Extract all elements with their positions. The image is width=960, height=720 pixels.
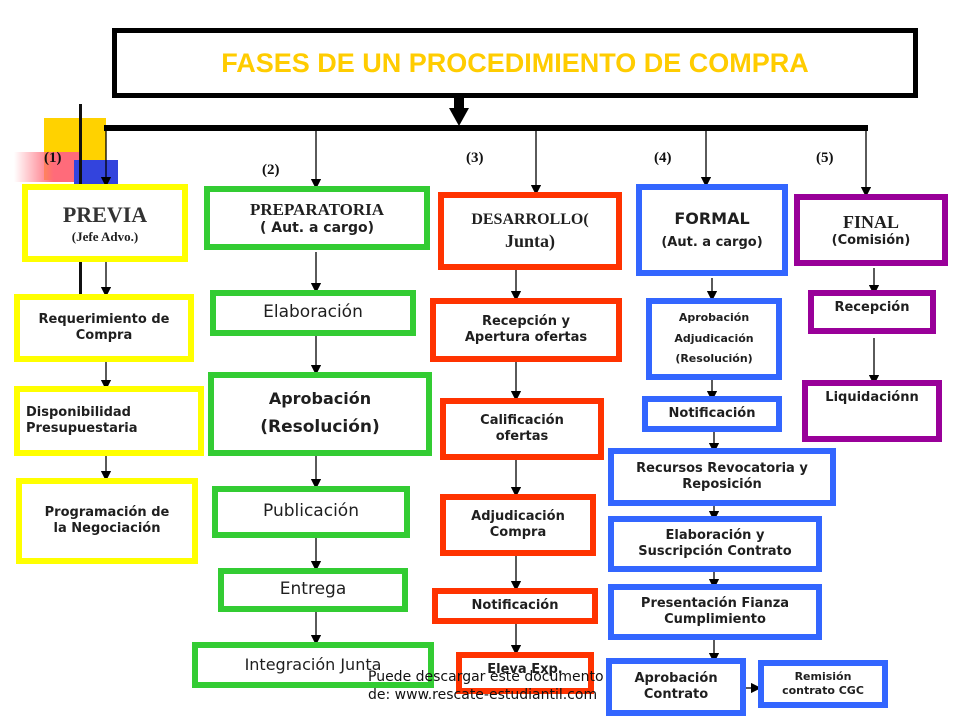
step-aprobacion-label: Aprobación	[268, 389, 372, 409]
deco-pink-square	[14, 152, 80, 182]
step-elaboracion: Elaboración	[210, 290, 416, 336]
step-requerimiento: Requerimiento de Compra	[14, 294, 194, 362]
phase-number-2: (2)	[262, 162, 280, 178]
step-elaboracion-label: Elaboración	[263, 302, 363, 323]
step-aprobacion-adjudicacion-l1: Aprobación	[678, 310, 750, 324]
step-aprobacion-adjudicacion: Aprobación Adjudicación (Resolución)	[646, 298, 782, 380]
step-eleva-exp: Eleva Exp.	[456, 652, 594, 694]
step-remision-contrato: Remisión contrato CGC	[758, 660, 888, 708]
step-eleva-exp-label: Eleva Exp.	[487, 662, 563, 677]
phase-desarrollo-name: DESARROLLO(	[471, 210, 589, 228]
download-note-line1: Puede descargar este documento	[368, 669, 604, 685]
step-presentacion-fianza: Presentación Fianza Cumplimiento	[608, 584, 822, 640]
step-aprobacion-adjudicacion-l2: Adjudicación	[674, 331, 754, 345]
phase-previa-name: PREVIA	[62, 202, 148, 228]
step-disponibilidad-label: Disponibilidad Presupuestaria	[26, 404, 138, 436]
step-liquidacion-label: Liquidaciónn	[825, 390, 919, 405]
step-disponibilidad: Disponibilidad Presupuestaria	[14, 386, 204, 456]
phase-number-5: (5)	[816, 150, 834, 166]
step-publicacion: Publicación	[212, 486, 410, 538]
step-aprobacion-contrato: Aprobación Contrato	[606, 658, 746, 716]
step-calificacion-label: Calificación ofertas	[480, 412, 564, 444]
phase-number-3: (3)	[466, 150, 484, 166]
step-adjudicacion: Adjudicación Compra	[440, 494, 596, 556]
step-notificacion-4-label: Notificación	[668, 405, 756, 421]
phase-desarrollo-sub: Junta)	[504, 230, 555, 251]
phase-preparatoria-sub: ( Aut. a cargo)	[260, 219, 374, 236]
phase-formal: FORMAL (Aut. a cargo)	[636, 184, 788, 276]
step-recepcion-apertura-label: Recepción y Apertura ofertas	[464, 313, 588, 345]
step-adjudicacion-label: Adjudicación Compra	[471, 508, 565, 540]
step-recepcion-final: Recepción	[808, 290, 936, 334]
phase-final-sub: (Comisión)	[831, 233, 911, 249]
step-recepcion-apertura: Recepción y Apertura ofertas	[430, 298, 622, 362]
step-recursos-label: Recursos Revocatoria y Reposición	[636, 460, 808, 492]
step-aprobacion-sub: (Resolución)	[260, 417, 380, 438]
phase-previa: PREVIA (Jefe Advo.)	[22, 184, 188, 262]
phase-final-name: FINAL	[842, 211, 899, 232]
phase-formal-sub: (Aut. a cargo)	[661, 234, 763, 250]
step-recursos: Recursos Revocatoria y Reposición	[608, 448, 836, 506]
step-elaboracion-contrato-label: Elaboración y Suscripción Contrato	[638, 527, 792, 559]
phase-number-1: (1)	[44, 150, 62, 166]
step-integracion-junta: Integración Junta	[192, 642, 434, 688]
phase-number-4: (4)	[654, 150, 672, 166]
step-elaboracion-contrato: Elaboración y Suscripción Contrato	[608, 516, 822, 572]
step-notificacion-3: Notificación	[432, 588, 598, 624]
phase-formal-name: FORMAL	[674, 208, 750, 228]
step-notificacion-4: Notificación	[642, 396, 782, 432]
step-publicacion-label: Publicación	[263, 501, 359, 522]
phase-preparatoria: PREPARATORIA ( Aut. a cargo)	[204, 186, 430, 250]
step-liquidacion: Liquidaciónn	[802, 380, 942, 442]
step-entrega: Entrega	[218, 568, 408, 612]
page-title: FASES DE UN PROCEDIMIENTO DE COMPRA	[112, 28, 918, 98]
step-remision-contrato-label: Remisión contrato CGC	[782, 670, 864, 697]
step-presentacion-fianza-label: Presentación Fianza Cumplimiento	[640, 595, 790, 627]
phase-previa-sub: (Jefe Advo.)	[71, 228, 139, 244]
step-recepcion-final-label: Recepción	[834, 300, 910, 315]
phase-desarrollo: DESARROLLO( Junta)	[438, 192, 622, 270]
phase-preparatoria-name: PREPARATORIA	[249, 199, 385, 219]
step-calificacion: Calificación ofertas	[440, 398, 604, 460]
step-integracion-label: Integración Junta	[244, 655, 382, 674]
step-programacion-label: Programación de la Negociación	[44, 504, 170, 536]
step-aprobacion: Aprobación (Resolución)	[208, 372, 432, 456]
step-entrega-label: Entrega	[279, 579, 347, 600]
phase-final: FINAL (Comisión)	[794, 194, 948, 266]
download-note-line2: de: www.rescate-estudiantil.com	[368, 687, 598, 704]
step-aprobacion-adjudicacion-l3: (Resolución)	[675, 352, 753, 366]
step-notificacion-3-label: Notificación	[471, 597, 559, 613]
step-aprobacion-contrato-label: Aprobación Contrato	[634, 670, 718, 702]
step-requerimiento-label: Requerimiento de Compra	[38, 311, 170, 343]
step-programacion: Programación de la Negociación	[16, 478, 198, 564]
download-note: Puede descargar este documento de: www.r…	[368, 668, 658, 704]
